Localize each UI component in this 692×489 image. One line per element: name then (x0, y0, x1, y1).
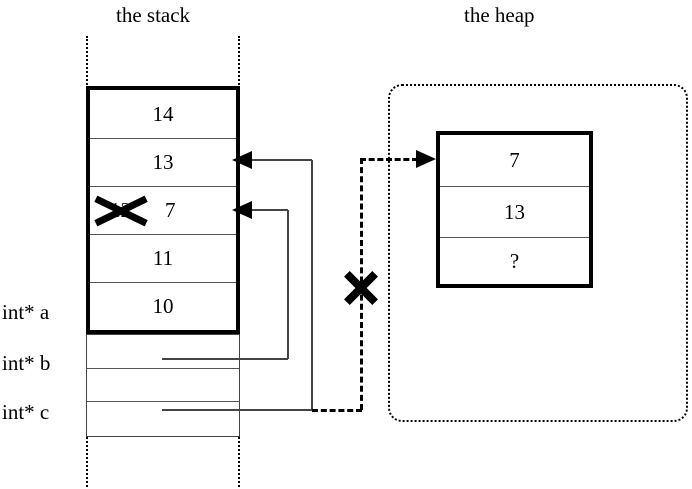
stack-cell-3: 11 (90, 234, 236, 282)
label-int-c: int* c (2, 400, 50, 424)
stack-cell-1: 13 (90, 138, 236, 186)
label-int-a: int* a (2, 300, 50, 324)
stack-cell-0: 14 (90, 90, 236, 138)
stack-title: the stack (116, 3, 191, 27)
heap-cell-1: 13 (440, 186, 589, 237)
heap-title: the heap (464, 3, 535, 27)
stack-cell-2-old-value-struck: 12 (93, 195, 148, 226)
wire-c-horizontal-top (248, 159, 312, 161)
dashed-pointer-horizontal-bottom (312, 409, 362, 412)
stack-boundary-dotted-bottom-left (86, 437, 88, 487)
stack-boundary-dotted-top-right (238, 36, 240, 88)
heap-cell-2: ? (440, 237, 589, 284)
stack-cell-3-value: 11 (152, 246, 174, 270)
wire-b-horizontal-bottom (162, 358, 288, 360)
stack-pointer-cell-a (87, 335, 239, 368)
stack-cell-2-value: 7 (165, 198, 176, 222)
stack-pointer-block (86, 334, 240, 437)
heap-cell-2-value: ? (509, 248, 520, 273)
wire-b-vertical (287, 210, 289, 359)
stack-cell-4-value: 10 (152, 294, 174, 318)
arrowhead-dashed-to-heap (416, 150, 436, 168)
heap-cell-0: 7 (440, 135, 589, 186)
stack-allocated-block: 14 13 12 7 11 10 (86, 86, 240, 334)
arrowhead-c-to-stack-13 (232, 151, 252, 169)
stack-boundary-dotted-top-left (86, 36, 88, 88)
heap-block: 7 13 ? (436, 131, 593, 288)
stack-boundary-dotted-bottom-right (238, 437, 240, 487)
wire-c-vertical (311, 160, 313, 410)
heap-region-boundary (388, 84, 688, 422)
stack-cell-1-value: 13 (152, 150, 174, 174)
stack-cell-2: 12 7 (90, 186, 236, 234)
heap-cell-1-value: 13 (504, 199, 525, 224)
stack-cell-0-value: 14 (152, 101, 174, 126)
invalid-pointer-x-icon (341, 268, 381, 308)
stack-pointer-cell-b (87, 368, 239, 401)
wire-c-horizontal-bottom (162, 409, 312, 411)
dashed-pointer-horizontal-top (360, 158, 418, 161)
stack-cell-2-old-value: 12 (110, 198, 131, 222)
label-int-b: int* b (2, 351, 51, 375)
arrowhead-b-to-stack-7 (232, 201, 252, 219)
wire-b-horizontal-top (248, 209, 288, 211)
heap-cell-0-value: 7 (509, 148, 520, 172)
stack-pointer-cell-c (87, 401, 239, 435)
stack-cell-4: 10 (90, 282, 236, 330)
